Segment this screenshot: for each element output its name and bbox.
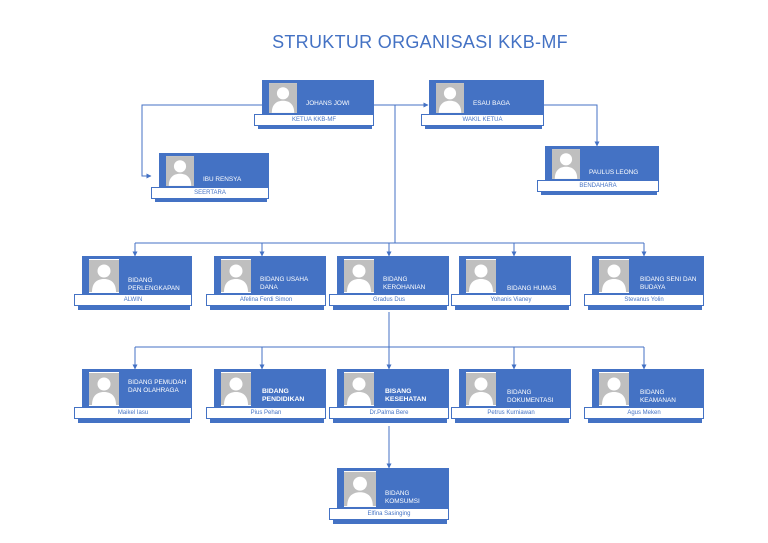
person-silhouette-icon: [344, 259, 374, 293]
person-silhouette-icon: [269, 83, 297, 113]
card-name: Dr.Palma Bere: [329, 407, 449, 419]
card-role: PAULUS LEONG: [589, 169, 639, 176]
card-name: SEERTARA: [151, 187, 269, 199]
org-card-kerohanian: BIDANG KEROHANIAN Gradus Dus: [329, 256, 449, 314]
org-card-kesehatan: BISANG KESEHATAN Dr.Palma Bere: [329, 369, 449, 427]
org-card-sekretaris: IBU RENSYA SEERTARA: [151, 153, 269, 205]
card-role: BISANG KESEHATAN: [385, 388, 427, 403]
org-card-konsumsi: BIDANG KOMSUMSI Elfina Sasinging: [329, 468, 449, 528]
card-role: BIDANG DOKUMENTASI: [507, 389, 554, 404]
card-name: Elfina Sasinging: [329, 508, 449, 520]
connector-wakil-bendahara: [544, 104, 600, 147]
card-name: ALWIN: [74, 294, 192, 306]
card-role: BIDANG KOMSUMSI: [385, 490, 420, 505]
card-name: Pius Pehan: [206, 407, 326, 419]
org-card-pemuda-olahraga: BIDANG PEMUDAH DAN OLAHRAGA Maikel Iasu: [74, 369, 192, 427]
org-card-humas: BIDANG HUMAS Yohanis Vianey: [451, 256, 571, 314]
card-name: Yohanis Vianey: [451, 294, 571, 306]
person-silhouette-icon: [344, 372, 374, 406]
page-title: STRUKTUR ORGANISASI KKB-MF: [272, 32, 568, 52]
card-role: BIDANG KEAMANAN: [640, 389, 676, 404]
person-silhouette-icon: [466, 372, 496, 406]
card-name: Gradus Dus: [329, 294, 449, 306]
org-card-perlengkapan: BIDANG PERLENGKAPAN ALWIN: [74, 256, 192, 314]
org-card-keamanan: BIDANG KEAMANAN Agus Meken: [584, 369, 704, 427]
card-role: JOHANS JOWI: [306, 100, 350, 107]
card-name: Afelina Ferdi Simon: [206, 294, 326, 306]
card-role: IBU RENSYA: [203, 176, 242, 183]
person-silhouette-icon: [599, 372, 629, 406]
person-silhouette-icon: [466, 259, 496, 293]
org-card-wakil: ESAU BAGA WAKIL KETUA: [421, 80, 544, 132]
card-role: BIDANG KEROHANIAN: [383, 276, 426, 291]
card-name: WAKIL KETUA: [421, 114, 544, 126]
person-silhouette-icon: [89, 372, 119, 406]
person-silhouette-icon: [221, 259, 251, 293]
person-silhouette-icon: [599, 259, 629, 293]
org-card-seni-budaya: BIDANG SENI DAN BUDAYA Stevanus Yolin: [584, 256, 704, 314]
card-name: KETUA KKB-MF: [254, 114, 374, 126]
person-silhouette-icon: [436, 83, 464, 113]
card-role: ESAU BAGA: [473, 100, 510, 107]
connector-ketua-sekretaris: [141, 104, 262, 179]
card-role: BIDANG PERLENGKAPAN: [128, 277, 180, 292]
card-role: BIDANG PEMUDAH DAN OLAHRAGA: [128, 379, 187, 394]
org-card-bendahara: PAULUS LEONG BENDAHARA: [537, 146, 659, 198]
person-silhouette-icon: [552, 149, 580, 179]
person-silhouette-icon: [89, 259, 119, 293]
org-card-dokumentasi: BIDANG DOKUMENTASI Petrus Kurniawan: [451, 369, 571, 427]
person-silhouette-icon: [166, 156, 194, 186]
person-silhouette-icon: [344, 471, 376, 507]
card-name: BENDAHARA: [537, 180, 659, 192]
card-name: Stevanus Yolin: [584, 294, 704, 306]
card-role: BIDANG USAHA DANA: [260, 276, 308, 291]
card-role: BIDANG PENDIDIKAN: [262, 388, 305, 403]
org-card-pendidikan: BIDANG PENDIDIKAN Pius Pehan: [206, 369, 326, 427]
org-card-usaha-dana: BIDANG USAHA DANA Afelina Ferdi Simon: [206, 256, 326, 314]
card-role: BIDANG SENI DAN BUDAYA: [640, 276, 697, 291]
card-role: BIDANG HUMAS: [507, 285, 557, 292]
org-card-ketua: JOHANS JOWI KETUA KKB-MF: [254, 80, 374, 132]
card-name: Maikel Iasu: [74, 407, 192, 419]
card-name: Petrus Kurniawan: [451, 407, 571, 419]
card-name: Agus Meken: [584, 407, 704, 419]
person-silhouette-icon: [221, 372, 251, 406]
